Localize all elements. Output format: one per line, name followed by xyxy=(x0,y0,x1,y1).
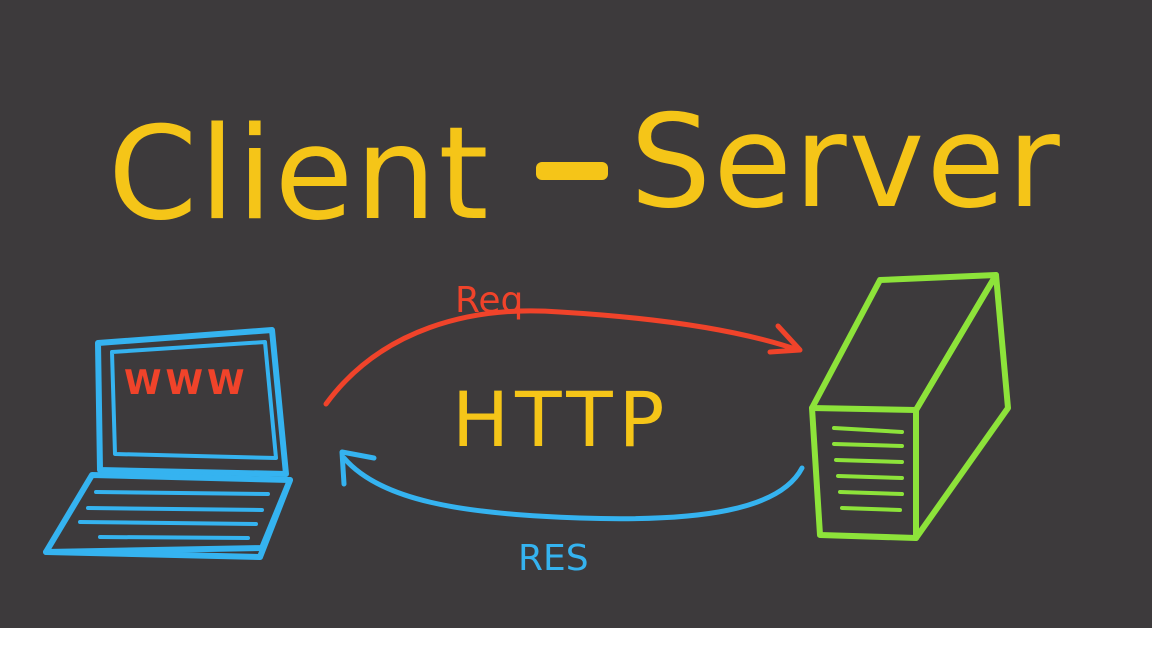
request-arrow xyxy=(323,308,803,407)
request-label: Req xyxy=(455,280,523,321)
screen-label-www: WWW xyxy=(124,363,249,403)
title-server: Server xyxy=(630,88,1062,237)
title-dash xyxy=(536,162,608,180)
response-arrow xyxy=(339,449,805,522)
bottom-margin xyxy=(0,628,1152,648)
laptop-icon xyxy=(43,327,293,560)
client-server-diagram: Client Server WWW R xyxy=(43,88,1062,579)
title: Client Server xyxy=(108,88,1062,249)
title-client: Client xyxy=(108,100,491,249)
server-icon xyxy=(809,272,1011,541)
response-label: RES xyxy=(518,538,589,579)
protocol-label: HTTP xyxy=(452,375,671,464)
